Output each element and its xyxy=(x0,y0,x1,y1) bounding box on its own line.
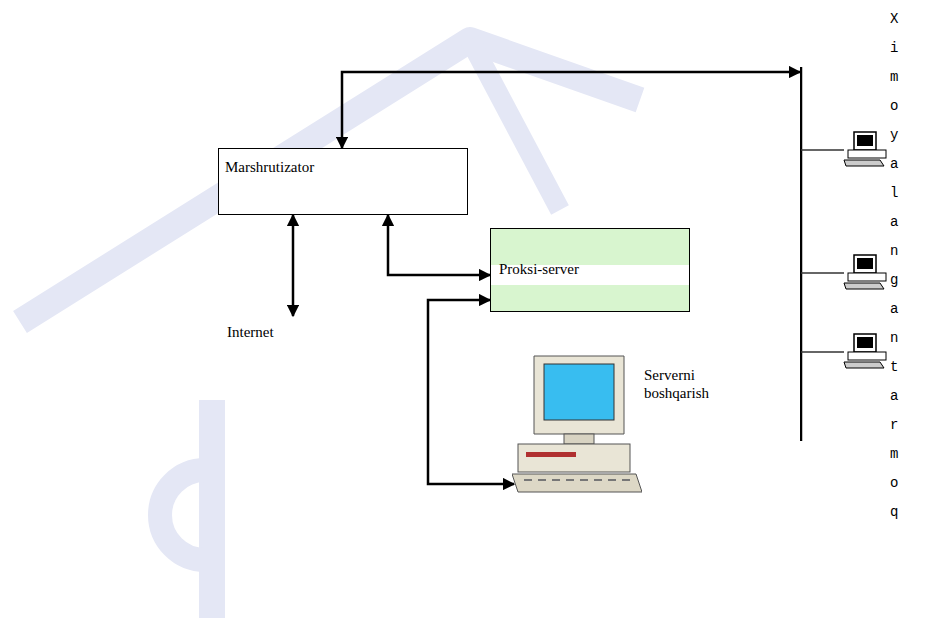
proxy-server-box: Proksi-server xyxy=(490,228,690,312)
protected-network: Ximoyalangan tarmoq xyxy=(800,5,932,605)
arrow-connector xyxy=(428,300,514,484)
vertical-label: Ximoyalangan tarmoq xyxy=(890,5,904,527)
network-bus xyxy=(800,5,900,605)
watermark-stroke xyxy=(470,40,560,210)
node-label: Internet xyxy=(227,324,305,341)
admin-computer: Serverni boshqarish xyxy=(512,352,740,498)
workstation-icon xyxy=(844,334,886,368)
node-label: Marshrutizator xyxy=(225,159,461,176)
arrow-connector xyxy=(292,215,295,316)
computer-icon xyxy=(512,352,642,498)
watermark-stroke xyxy=(199,400,225,618)
workstation-icon xyxy=(844,132,886,166)
watermark-stroke xyxy=(160,470,205,560)
workstation-icon xyxy=(844,255,886,289)
internet-label-node: Internet xyxy=(224,322,308,344)
router-box: Marshrutizator xyxy=(218,148,468,215)
arrow-connector xyxy=(342,72,800,148)
node-label: Proksi-server xyxy=(499,261,681,278)
node-label: Serverni boshqarish xyxy=(644,366,738,402)
arrow-connector xyxy=(388,215,490,275)
